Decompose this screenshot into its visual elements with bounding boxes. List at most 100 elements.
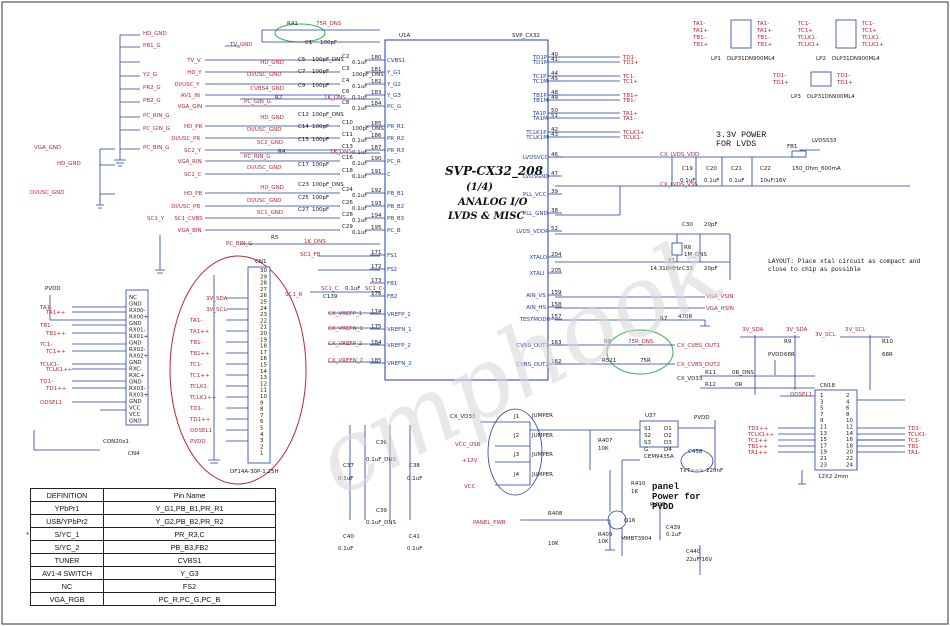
transformer-part: DLP31DN900ML4 (727, 56, 775, 62)
chip-left-pin-number: 171 (371, 250, 382, 256)
ground-cap-ref: C14 (298, 124, 309, 130)
chip-right-pin-name: TB1M (532, 98, 549, 104)
chip-right-net: TCLK1- (622, 135, 642, 141)
cn18-pin-odd: 3 (820, 399, 824, 405)
chip-left-pin-number: 190 (371, 156, 382, 162)
y1-ref: Y1 (667, 258, 675, 264)
chip-left-pin-name: VREFP_2 (387, 343, 411, 349)
panel-power-wires (520, 420, 716, 575)
chip-left-pin-number: 174 (371, 309, 382, 315)
power-note-line1: 3.3V POWER (716, 130, 767, 140)
chip-right-pin-name: LVDSVCC (523, 155, 549, 161)
transformer-in-net: TC1+ (797, 28, 813, 34)
legend-pin-name: PR_R3,C (103, 527, 276, 541)
cn18-wires (700, 335, 905, 485)
input-net-7: PC_GIN_G (143, 126, 170, 132)
coupling-cap-value: 0.1uF (352, 230, 367, 236)
legend-header-definition: DEFINITION (30, 488, 104, 502)
chip-right-pin-number: 52 (551, 226, 558, 232)
chip-right-pin-number: 45 (551, 76, 558, 82)
chip-left-pin-number: 175 (371, 324, 382, 330)
chip-right-pin-name: XTALO (530, 255, 548, 261)
coupling-input-net: AV1_IN (181, 93, 200, 99)
cn1-net: TD1- (189, 406, 203, 412)
y1-value: 14.318MHz (650, 266, 681, 272)
input-net-12: SC1_Y (147, 216, 165, 222)
cn1-pin-number: 25 (260, 300, 267, 306)
cn4-pin-label: RXC- (129, 367, 142, 373)
coupling-cap-ref: C18 (342, 168, 353, 174)
input-wires (99, 34, 140, 205)
cn4-net: TC1- (39, 342, 52, 348)
chip-left-pin-number: 193 (371, 201, 382, 207)
cn18-pin-odd: 23 (820, 462, 827, 468)
chip-right-pin-number: 204 (551, 252, 562, 258)
pc-bin-net: PC_BIN_G (226, 241, 252, 247)
r408-ref: R408 (548, 511, 563, 517)
chip-right-pin-name: TB1P (532, 93, 548, 99)
legend-pin-name: CVBS1 (103, 553, 276, 567)
transformer-out-net: TCLK1- (861, 35, 881, 41)
cn4-net: TC1++ (45, 349, 66, 355)
jumper-ref-3: J3 (513, 452, 520, 458)
transformer-out-net: TA1+ (756, 28, 772, 34)
cn4-pin-label: GND (129, 302, 142, 308)
ground-cap-ref: C27 (298, 207, 309, 213)
ground-cap-value: 100pF (312, 207, 329, 213)
cn4-pin-label: NC (129, 295, 137, 301)
chip-right-pin-number: 205 (551, 268, 562, 274)
cn18-scl-net: 3V_SCL (845, 327, 866, 333)
coupling-cap-ref: C28 (342, 212, 353, 218)
r41-value: 75R_DNS (316, 21, 342, 27)
cn4-pin-label: VCC (129, 406, 141, 412)
power-note-line2: FOR LVDS (716, 139, 757, 149)
transformer-out-net: TA1- (756, 21, 769, 27)
input-net-3: Y2_G (142, 72, 157, 78)
cn1-pin-number: 12 (260, 381, 267, 387)
chip-left-pin-name: PB_B3 (387, 216, 405, 222)
chip-left-pin-name: Y_G2 (386, 82, 401, 88)
chip-left-pin-number: 182 (371, 79, 382, 85)
jumper-label-2: JUMPER (531, 433, 553, 439)
c39-value: 0.1uF_DNS (366, 520, 396, 526)
sc1-r-net: SC1_R (285, 292, 303, 298)
lvdss33-net: LVDSS33 (812, 138, 837, 144)
chip-right-pin-number: 48 (551, 90, 558, 96)
ground-cap-ref: C12 (298, 112, 309, 118)
legend-definition: AV1-4 SWITCH (30, 566, 104, 580)
cn18-pin-odd: 21 (820, 456, 827, 462)
ground-cap-ref: C9 (298, 83, 306, 89)
chip-right-net: TA1- (622, 116, 635, 122)
chip-right-pin-number: 46 (551, 152, 558, 158)
chip-right-pin-number: 47 (551, 171, 558, 177)
legend-definition: S/YC_1* (26, 527, 104, 541)
r9-ref: R9 (784, 339, 792, 345)
transformer-in-net: TB1- (692, 35, 706, 41)
cn1-net: TC1- (189, 362, 202, 368)
transformer-in-net: TCLK1- (797, 35, 817, 41)
chip-right-net: TD1+ (622, 60, 639, 66)
transformer-out-net: TB1+ (756, 42, 773, 48)
c30-ref: C30 (682, 222, 693, 228)
input-net-4: PR2_G (143, 85, 161, 91)
coupling-input-net: SC2_Y (184, 148, 202, 154)
r9-value: 68R (784, 352, 795, 358)
cn18-pin-odd: 7 (820, 412, 824, 418)
chip-left-pin-name: CVBS1 (387, 58, 405, 64)
chip-right-pin-name: CVBS_OUT1 (516, 343, 549, 349)
c438-value: 220nF (706, 468, 723, 474)
connector-cn18: CN18 12X2 2mm R9 68R R10 68R 3V_SDA 3V_S… (677, 327, 927, 485)
jumper-net-4: VCC (464, 484, 476, 490)
cn1-part: DF14A-30P-1.25H (230, 469, 279, 475)
chip-left-pin-number: 172 (371, 264, 382, 270)
cn1-net: TC1++ (189, 373, 210, 379)
coupling-cap-value: 0.1uF (352, 84, 367, 90)
chip-subtitle: (1/4) (466, 182, 493, 193)
c139-value: 0.1uF (345, 286, 360, 292)
chip-right-pin-name: TCLK1P (525, 130, 547, 136)
u37-pin-g: G (644, 447, 648, 453)
cn4-net: TB1++ (45, 331, 66, 337)
r5-value: 1K_DNS (304, 239, 326, 245)
